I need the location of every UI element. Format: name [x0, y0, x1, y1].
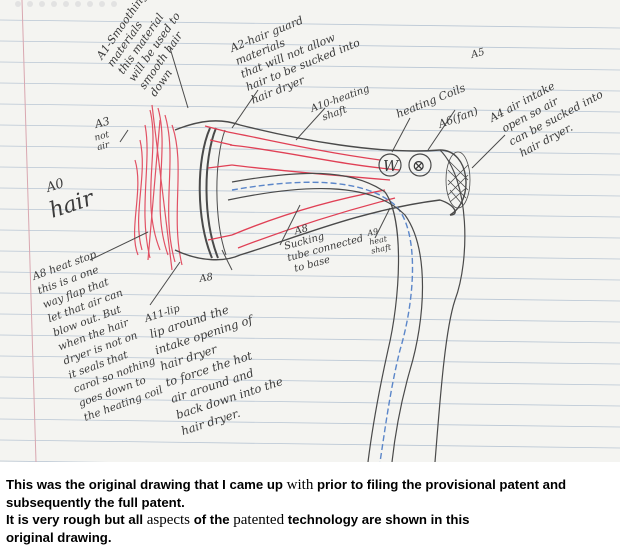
air-intake-mesh-drawing — [445, 151, 471, 209]
hot-air-flow-drawing — [204, 125, 401, 249]
caption-line-3: It is very rough but all aspects of the … — [6, 511, 614, 529]
binding-holes — [15, 1, 117, 7]
rule-line — [0, 418, 620, 428]
dryer-nozzle-drawing — [174, 120, 467, 261]
rule-line — [0, 397, 620, 407]
rule-line — [0, 187, 620, 197]
caption-text: prior to filing the provisional patent a… — [313, 477, 567, 492]
note-a7-label: A8 — [198, 272, 214, 285]
pointer-arrows — [89, 47, 506, 306]
rule-line — [0, 124, 620, 134]
rule-line — [0, 376, 620, 386]
caption-text: technology are shown in this — [284, 512, 470, 527]
caption-line-1: This was the original drawing that I cam… — [6, 476, 614, 494]
rule-line — [0, 103, 620, 113]
caption-line-2: subsequently the full patent. — [6, 495, 185, 510]
caption-text: of the — [190, 512, 234, 527]
fan-symbol: ⊗ — [412, 156, 425, 175]
coil-symbol: W — [383, 157, 400, 175]
rule-line — [0, 61, 620, 71]
rule-line — [0, 145, 620, 155]
note-a9-heat-shaft: A9 heat shaft — [366, 225, 393, 256]
rule-line — [0, 313, 620, 323]
rule-line — [0, 271, 620, 281]
rule-line — [0, 250, 620, 260]
caption-line-4: original drawing. — [6, 530, 112, 545]
rule-line — [0, 82, 620, 92]
rule-line — [0, 355, 620, 365]
rule-line — [0, 166, 620, 176]
hair-strands-drawing — [133, 104, 183, 271]
ruled-lines — [0, 19, 620, 462]
rule-line — [0, 292, 620, 302]
caption-text: patented — [233, 512, 285, 528]
rule-line — [0, 19, 620, 29]
note-a3: A3 not air — [90, 114, 121, 154]
caption-text: It is very rough but all — [6, 512, 147, 527]
tube-outline-drawing — [227, 149, 466, 462]
hair-dryer-sketch: W ⊗ A1-Smoothing materials this material… — [0, 0, 620, 462]
rule-line — [0, 40, 620, 50]
coil-and-fan-symbols: W ⊗ — [378, 153, 432, 177]
rule-line — [0, 334, 620, 344]
rule-line — [0, 439, 620, 449]
caption-text: aspects — [146, 512, 191, 528]
margin-line — [21, 0, 37, 462]
sucking-tube-drawing — [231, 181, 414, 462]
note-a5: A5 — [469, 47, 486, 61]
rule-line — [0, 229, 620, 239]
caption-text: This was the original drawing that I cam… — [6, 477, 287, 492]
caption: This was the original drawing that I cam… — [6, 476, 614, 546]
rule-line — [0, 208, 620, 218]
caption-text: with — [286, 477, 314, 493]
